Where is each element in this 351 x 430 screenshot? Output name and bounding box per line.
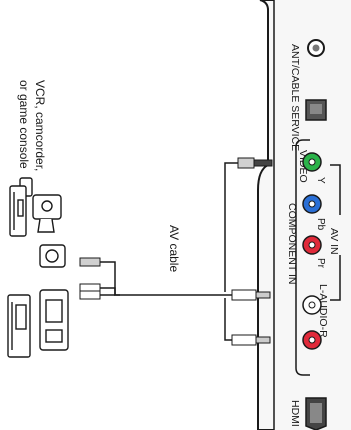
pr-label: Pr [315, 258, 326, 269]
device-plugs [79, 257, 101, 300]
plug-audio-r [231, 334, 271, 346]
jack-video-y [302, 152, 322, 172]
hdmi-label: HDMI [289, 400, 301, 427]
camcorder-icon [19, 177, 62, 233]
coax-connector-icon [307, 39, 325, 57]
jack-audio-l [302, 295, 322, 315]
y-label: Y [315, 177, 326, 184]
plug-video [237, 157, 273, 169]
av-in-bracket [295, 139, 341, 376]
jack-audio-r [302, 330, 322, 350]
console-tower [7, 294, 31, 358]
device-label-line2: or game console [17, 80, 31, 169]
tv-panel [257, 0, 351, 430]
game-console-icon [39, 244, 69, 351]
ethernet-port-icon [305, 99, 327, 121]
cable-label: AV cable [167, 225, 181, 272]
hdmi-port-icon [305, 397, 327, 430]
vcr-icon [9, 185, 27, 237]
device-label-line1: VCR, camcorder, [33, 80, 47, 171]
audio-label: L-AUDIO-R [317, 284, 329, 338]
pb-label: Pb [315, 218, 326, 231]
component-in-label: COMPONENT IN [286, 203, 298, 284]
plug-audio-l [231, 289, 271, 301]
jack-pr [302, 235, 322, 255]
av-cable [100, 162, 238, 341]
av-in-label: AV IN [328, 228, 340, 255]
jack-pb [302, 194, 322, 214]
ant-cable-label: ANT/CABLE SERVICE [289, 44, 301, 151]
